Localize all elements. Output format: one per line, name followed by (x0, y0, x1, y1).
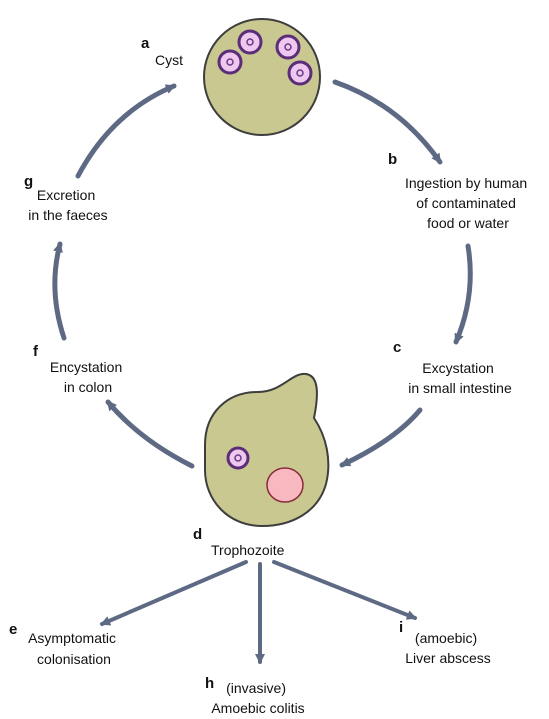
stage-g-label: Excretion in the faeces (28, 187, 107, 223)
stage-e-letter: e (9, 621, 17, 638)
arrow-encystation-to-excretion (55, 244, 64, 338)
stage-c-label-line: Excystation (422, 360, 494, 376)
stage-e-label: Asymptomatic colonisation (28, 630, 120, 667)
stage-i-label: (amoebic) Liver abscess (405, 630, 491, 666)
stage-d-label-line: Trophozoite (211, 542, 285, 558)
cyst-nucleus-icon (219, 51, 241, 73)
stage-f-label: Encystation in colon (50, 359, 126, 395)
stage-f: f Encystation in colon (33, 343, 126, 395)
stage-a: a Cyst (141, 35, 183, 68)
arrow-trophozoite-to-asymptomatic (102, 562, 246, 624)
stage-b-label-line: food or water (427, 215, 509, 231)
stage-d: d Trophozoite (193, 526, 285, 558)
cyst-cell-icon (204, 19, 320, 135)
stage-a-label: Cyst (155, 52, 183, 68)
stage-g: g Excretion in the faeces (24, 173, 108, 223)
stage-f-label-line: in colon (64, 379, 112, 395)
stage-b-label: Ingestion by human of contaminated food … (405, 175, 531, 231)
stage-e-label-line: colonisation (37, 651, 111, 667)
cyst-nucleus-icon (277, 36, 299, 58)
stage-f-label-line: Encystation (50, 359, 122, 375)
stage-h-label-line: (invasive) (226, 680, 286, 696)
stage-c-label: Excystation in small intestine (408, 360, 512, 396)
arrow-cyst-to-ingestion (335, 82, 440, 162)
stage-e-label-line: Asymptomatic (28, 630, 116, 646)
cyst-nucleus-icon (289, 62, 311, 84)
stage-g-label-line: Excretion (37, 187, 95, 203)
stage-d-label: Trophozoite (211, 542, 285, 558)
food-vacuole-icon (267, 468, 303, 502)
stage-h: h (invasive) Amoebic colitis (205, 675, 305, 716)
stage-i-letter: i (399, 619, 403, 636)
stage-c: c Excystation in small intestine (393, 339, 512, 396)
stage-b-letter: b (388, 151, 397, 168)
arrow-excretion-to-cyst (78, 86, 174, 176)
stage-i-label-line: Liver abscess (405, 650, 491, 666)
stage-a-letter: a (141, 35, 150, 52)
stage-f-letter: f (33, 343, 39, 360)
stage-g-label-line: in the faeces (28, 207, 107, 223)
cyst-nucleus-icon (239, 31, 261, 53)
stage-e: e Asymptomatic colonisation (9, 621, 120, 667)
stage-c-letter: c (393, 339, 401, 356)
arrow-trophozoite-to-liver (274, 562, 415, 618)
stage-i-label-line: (amoebic) (415, 630, 477, 646)
stage-a-label-line: Cyst (155, 52, 183, 68)
stage-h-label-line: Amoebic colitis (211, 700, 304, 716)
stage-h-label: (invasive) Amoebic colitis (211, 680, 304, 716)
trophozoite-nucleus-icon (228, 448, 248, 468)
arrow-trophozoite-to-encystation (108, 402, 192, 466)
arrow-ingestion-to-excystation (456, 246, 470, 342)
arrow-excystation-to-trophozoite (342, 410, 420, 465)
stage-g-letter: g (24, 173, 33, 190)
stage-b-label-line: of contaminated (416, 195, 516, 211)
stage-c-label-line: in small intestine (408, 380, 512, 396)
stage-d-letter: d (193, 526, 202, 543)
stage-b-label-line: Ingestion by human (405, 175, 527, 191)
stage-h-letter: h (205, 675, 214, 692)
stage-i: i (amoebic) Liver abscess (399, 619, 491, 666)
stage-b: b Ingestion by human of contaminated foo… (388, 151, 531, 231)
trophozoite-cell-icon (205, 374, 328, 526)
